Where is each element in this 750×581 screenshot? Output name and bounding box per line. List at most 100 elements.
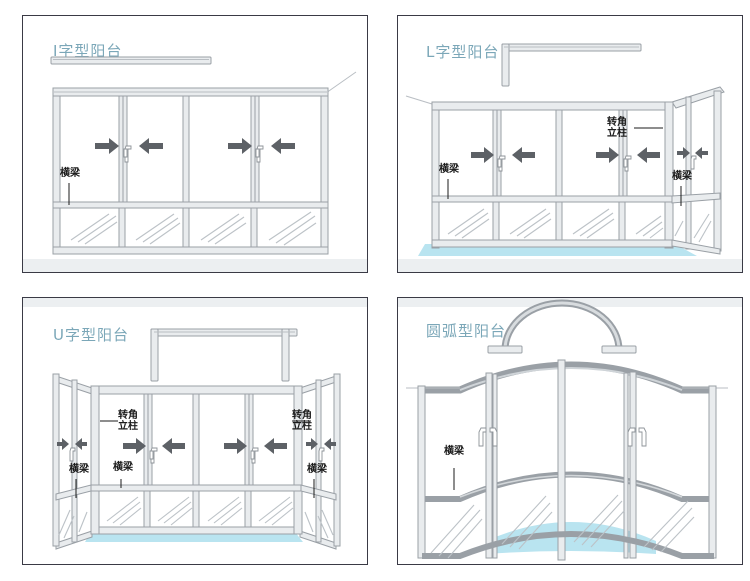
mullion-lower-2 [555, 201, 563, 241]
slide-arrow-wing-right [677, 147, 690, 159]
door-handle-1 [123, 145, 132, 163]
slide-arrow-left-1 [139, 138, 163, 154]
mullion-lower-3 [244, 490, 252, 528]
frame-jamb-right [320, 95, 329, 255]
label-corner-column-right-line1: 转角 [292, 410, 312, 421]
sash-edge-2 [623, 372, 629, 559]
crossbeam-wing-left [55, 484, 92, 501]
frame-sill-wing [671, 239, 721, 255]
slide-arrow-wing-right-out [324, 438, 336, 450]
door-handle-1 [478, 427, 498, 447]
sash-edge-1 [496, 109, 502, 197]
panel-bottom-band [398, 259, 742, 272]
frame-jamb-far-right [333, 373, 341, 547]
mullion-1 [485, 372, 493, 559]
corner-column-left [90, 385, 100, 535]
frame-head-wing [671, 86, 725, 109]
label-corner-column-right-line2: 立柱 [292, 421, 312, 432]
slide-arrow-right-2 [596, 147, 619, 163]
frame-jamb-far-left [52, 373, 60, 547]
mullion-2 [555, 109, 563, 197]
drawing-l-shape [405, 43, 725, 256]
frame-jamb-left [417, 385, 426, 559]
label-corner-column-left-line1: 转角 [118, 410, 138, 421]
glass-hatching [70, 211, 317, 246]
door-handle-2 [255, 145, 264, 163]
frame-sill [52, 246, 329, 255]
frame-head [52, 87, 329, 97]
label-corner-column-left-line2: 立柱 [118, 421, 138, 432]
rail-arch [487, 299, 637, 354]
slide-arrow-right-1 [95, 138, 119, 154]
panel-title-l-shape: L字型阳台 [426, 43, 500, 61]
frame-jamb-wing-right [713, 90, 722, 252]
perspective-line [325, 71, 357, 94]
slide-arrow-wing-left-in [75, 438, 87, 450]
panel-title-arc-shape: 圆弧型阳台 [426, 322, 507, 340]
panel-title-u-shape: U字型阳台 [53, 326, 129, 344]
drawing-arc-shape [406, 299, 728, 561]
label-crossbeam-left-l: 横梁 [439, 164, 459, 175]
label-corner-column-line2: 立柱 [607, 128, 627, 139]
label-crossbeam-i: 横梁 [60, 168, 80, 179]
label-corner-column-left-u: 转角 立柱 [118, 410, 138, 432]
label-crossbeam-left-u: 横梁 [113, 462, 133, 473]
frame-head [90, 385, 302, 395]
sash-edge-1 [492, 373, 498, 559]
door-handle-2 [250, 447, 259, 464]
crossbeam-transom [431, 195, 673, 203]
label-crossbeam-arc: 横梁 [444, 446, 464, 457]
door-handle-1 [149, 447, 158, 464]
slide-arrow-right-2 [228, 138, 252, 154]
glass-hatching [447, 208, 712, 243]
perspective-line-left [405, 95, 433, 105]
label-corner-column-l: 转角 立柱 [607, 117, 627, 139]
mullion-lower-1 [143, 490, 151, 528]
slide-arrow-left-1 [512, 147, 535, 163]
door-handle-wing-right [318, 447, 325, 462]
mullion-lower-2 [182, 207, 190, 248]
slide-arrow-left-2 [264, 438, 287, 454]
label-corner-column-right-u: 转角 立柱 [292, 410, 312, 432]
mullion-2 [192, 393, 200, 486]
slide-arrow-left-1 [162, 438, 185, 454]
frame-sill [431, 239, 673, 248]
door-handle-2 [623, 155, 632, 172]
corner-column [664, 101, 674, 249]
slide-arrow-left-2 [637, 147, 660, 163]
frame-sill [90, 526, 302, 535]
panel-u-shape: U字型阳台 [22, 297, 368, 565]
slide-arrow-right-1 [471, 147, 494, 163]
crossbeam-wing-right [300, 484, 337, 501]
door-handle-wing-left [69, 447, 76, 462]
label-corner-column-line1: 转角 [607, 117, 627, 128]
rail-u-bracket [150, 328, 298, 382]
mullion-3 [629, 371, 637, 559]
frame-jamb-right [708, 385, 717, 559]
glass-hatching [58, 496, 334, 539]
panel-l-shape: L字型阳台 [397, 15, 743, 273]
glass-hatching [430, 494, 695, 559]
panel-title-i-shape: I字型阳台 [53, 42, 123, 60]
frame-jamb-left [52, 95, 61, 255]
floor-strip [486, 522, 656, 554]
crossbeam-transom-wing [671, 192, 721, 204]
label-crossbeam-far-left-u: 横梁 [69, 464, 89, 475]
mullion-2 [557, 359, 566, 561]
mullion-lower-3 [250, 207, 258, 248]
slide-arrow-right-2 [224, 438, 247, 454]
label-crossbeam-right-l: 横梁 [672, 171, 692, 182]
panel-bottom-band [23, 259, 367, 272]
panel-top-band [23, 298, 367, 307]
slide-arrow-wing-right-in [306, 438, 318, 450]
slide-arrow-wing-left-out [57, 438, 69, 450]
mullion-lower-1 [118, 207, 126, 248]
mullion-2 [182, 95, 190, 203]
sash-edge-2 [248, 393, 254, 486]
panel-arc-shape: 圆弧型阳台 [397, 297, 743, 565]
frame-head [431, 101, 673, 111]
rail-straight [50, 56, 212, 65]
mullion-lower-1 [492, 201, 500, 241]
slide-arrow-right-1 [123, 438, 146, 454]
